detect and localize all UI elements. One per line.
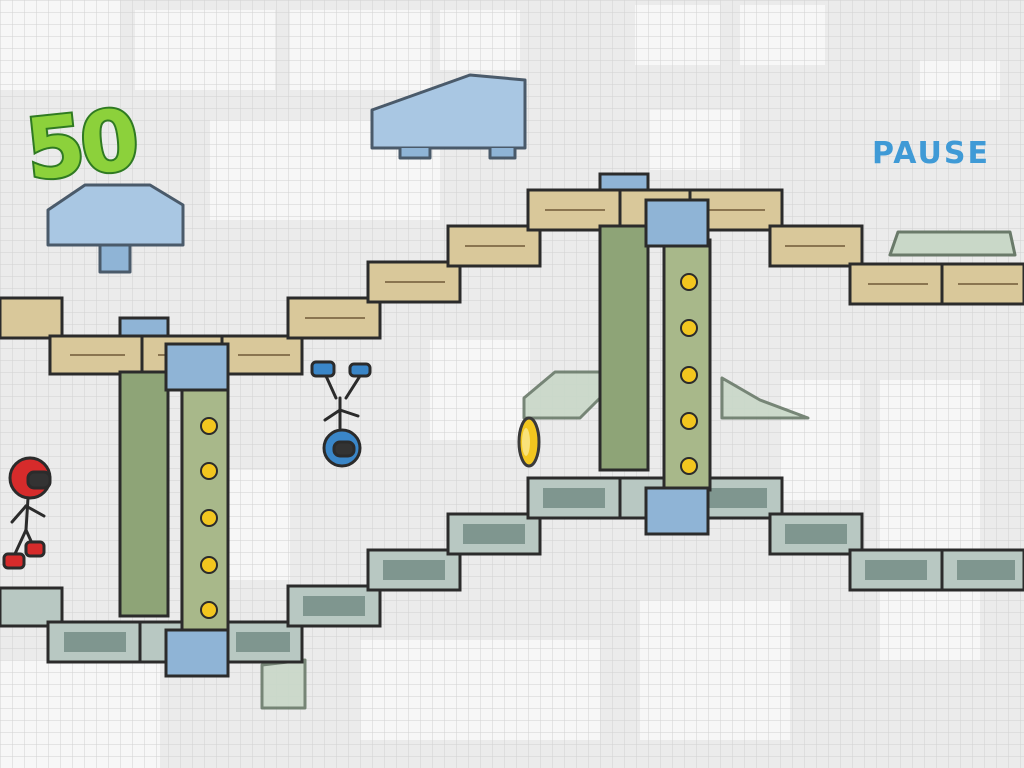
pillar-right (598, 172, 712, 536)
floating-debris (46, 73, 1017, 710)
floor-block-details (64, 488, 1015, 652)
blue-stickman-runner (310, 360, 372, 468)
pause-button[interactable]: PAUSE (872, 136, 990, 171)
pillar-rivets (200, 273, 698, 619)
score-counter: 50 (19, 89, 142, 202)
coin-icon (517, 416, 541, 468)
red-stickman-runner (2, 456, 52, 570)
pillar-left (118, 316, 230, 678)
